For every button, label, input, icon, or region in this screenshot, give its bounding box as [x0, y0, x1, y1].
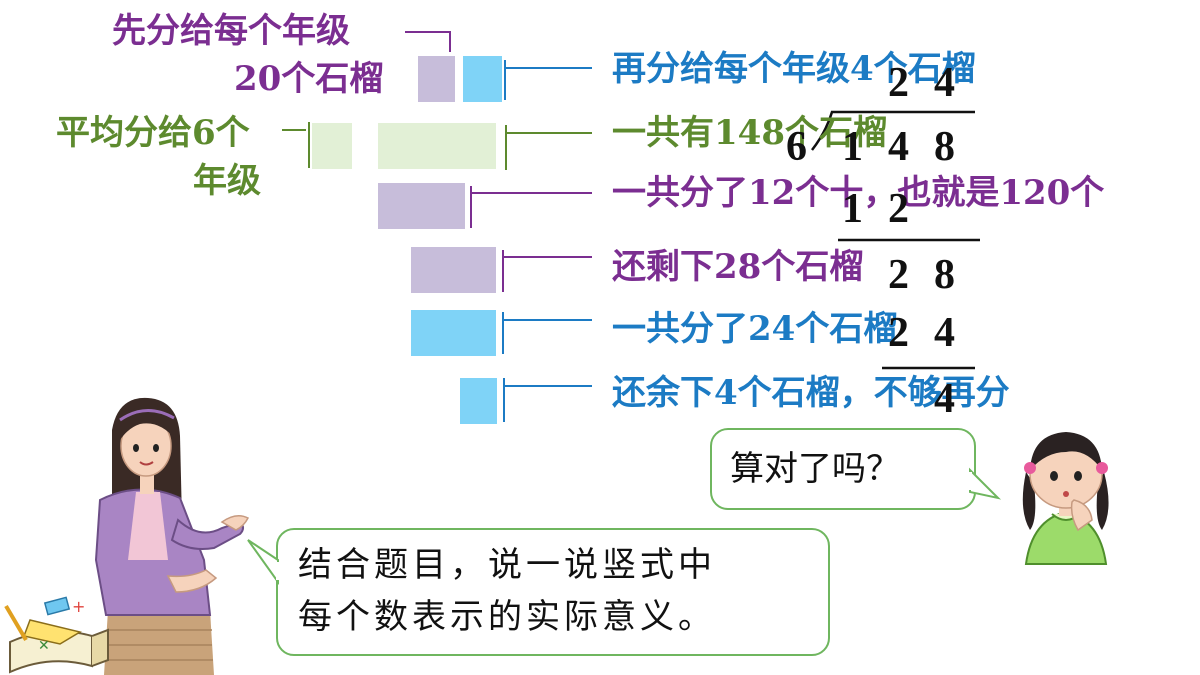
step1-digit-hundreds: 1: [842, 186, 863, 232]
shared24-box: [411, 310, 496, 356]
remainder-digit: 4: [934, 376, 955, 422]
girl-speech-bubble: 算对了吗？: [710, 428, 976, 510]
step2-digit-tens: 2: [888, 252, 909, 298]
shared12-box: [378, 183, 465, 229]
teacher-text-line1: 结合题目，说一说竖式中: [298, 545, 716, 585]
remain4-box: [460, 378, 497, 424]
average-label-line2: 年级: [193, 161, 261, 201]
teacher-text-line2: 每个数表示的实际意义。: [298, 597, 716, 637]
first-share-bracket: [405, 31, 451, 52]
first-share-label-line2: 20个石榴: [234, 59, 384, 99]
total-label: 一共有148个石榴: [612, 113, 887, 153]
total-box: [378, 123, 496, 169]
remain4-label: 还余下4个石榴，不够再分: [612, 373, 1010, 413]
teacher-speech-bubble: 结合题目，说一说竖式中 每个数表示的实际意义。: [276, 528, 830, 656]
shared12-label: 一共分了12个十，也就是120个: [612, 173, 1105, 213]
step1-digit-tens: 2: [888, 186, 909, 232]
dividend-digit-hundreds: 1: [842, 124, 863, 170]
dividend-digit-tens: 4: [888, 124, 909, 170]
svg-text:+: +: [72, 597, 85, 616]
quotient-digit-tens: 2: [888, 60, 909, 106]
girl-question-text: 算对了吗？: [730, 449, 900, 489]
dividend-digit-ones: 8: [934, 124, 955, 170]
average-label-line1: 平均分给6个: [56, 113, 250, 153]
remain28-label: 还剩下28个石榴: [612, 247, 864, 287]
first-share-box: [418, 56, 455, 102]
shared24-label: 一共分了24个石榴: [612, 309, 898, 349]
first-share-label-line1: 先分给每个年级: [112, 11, 350, 51]
step2-digit-ones: 8: [934, 252, 955, 298]
divisor: 6: [786, 124, 807, 170]
again-share-label: 再分给每个年级4个石榴: [612, 49, 976, 89]
step3-digit-ones: 4: [934, 310, 955, 356]
average-small-box: [312, 123, 352, 169]
again-share-box: [463, 56, 502, 102]
quotient-digit-ones: 4: [934, 60, 955, 106]
svg-text:✕: ✕: [38, 638, 50, 654]
division-bracket: [811, 110, 975, 151]
step3-digit-tens: 2: [888, 310, 909, 356]
remain28-box: [411, 247, 496, 293]
